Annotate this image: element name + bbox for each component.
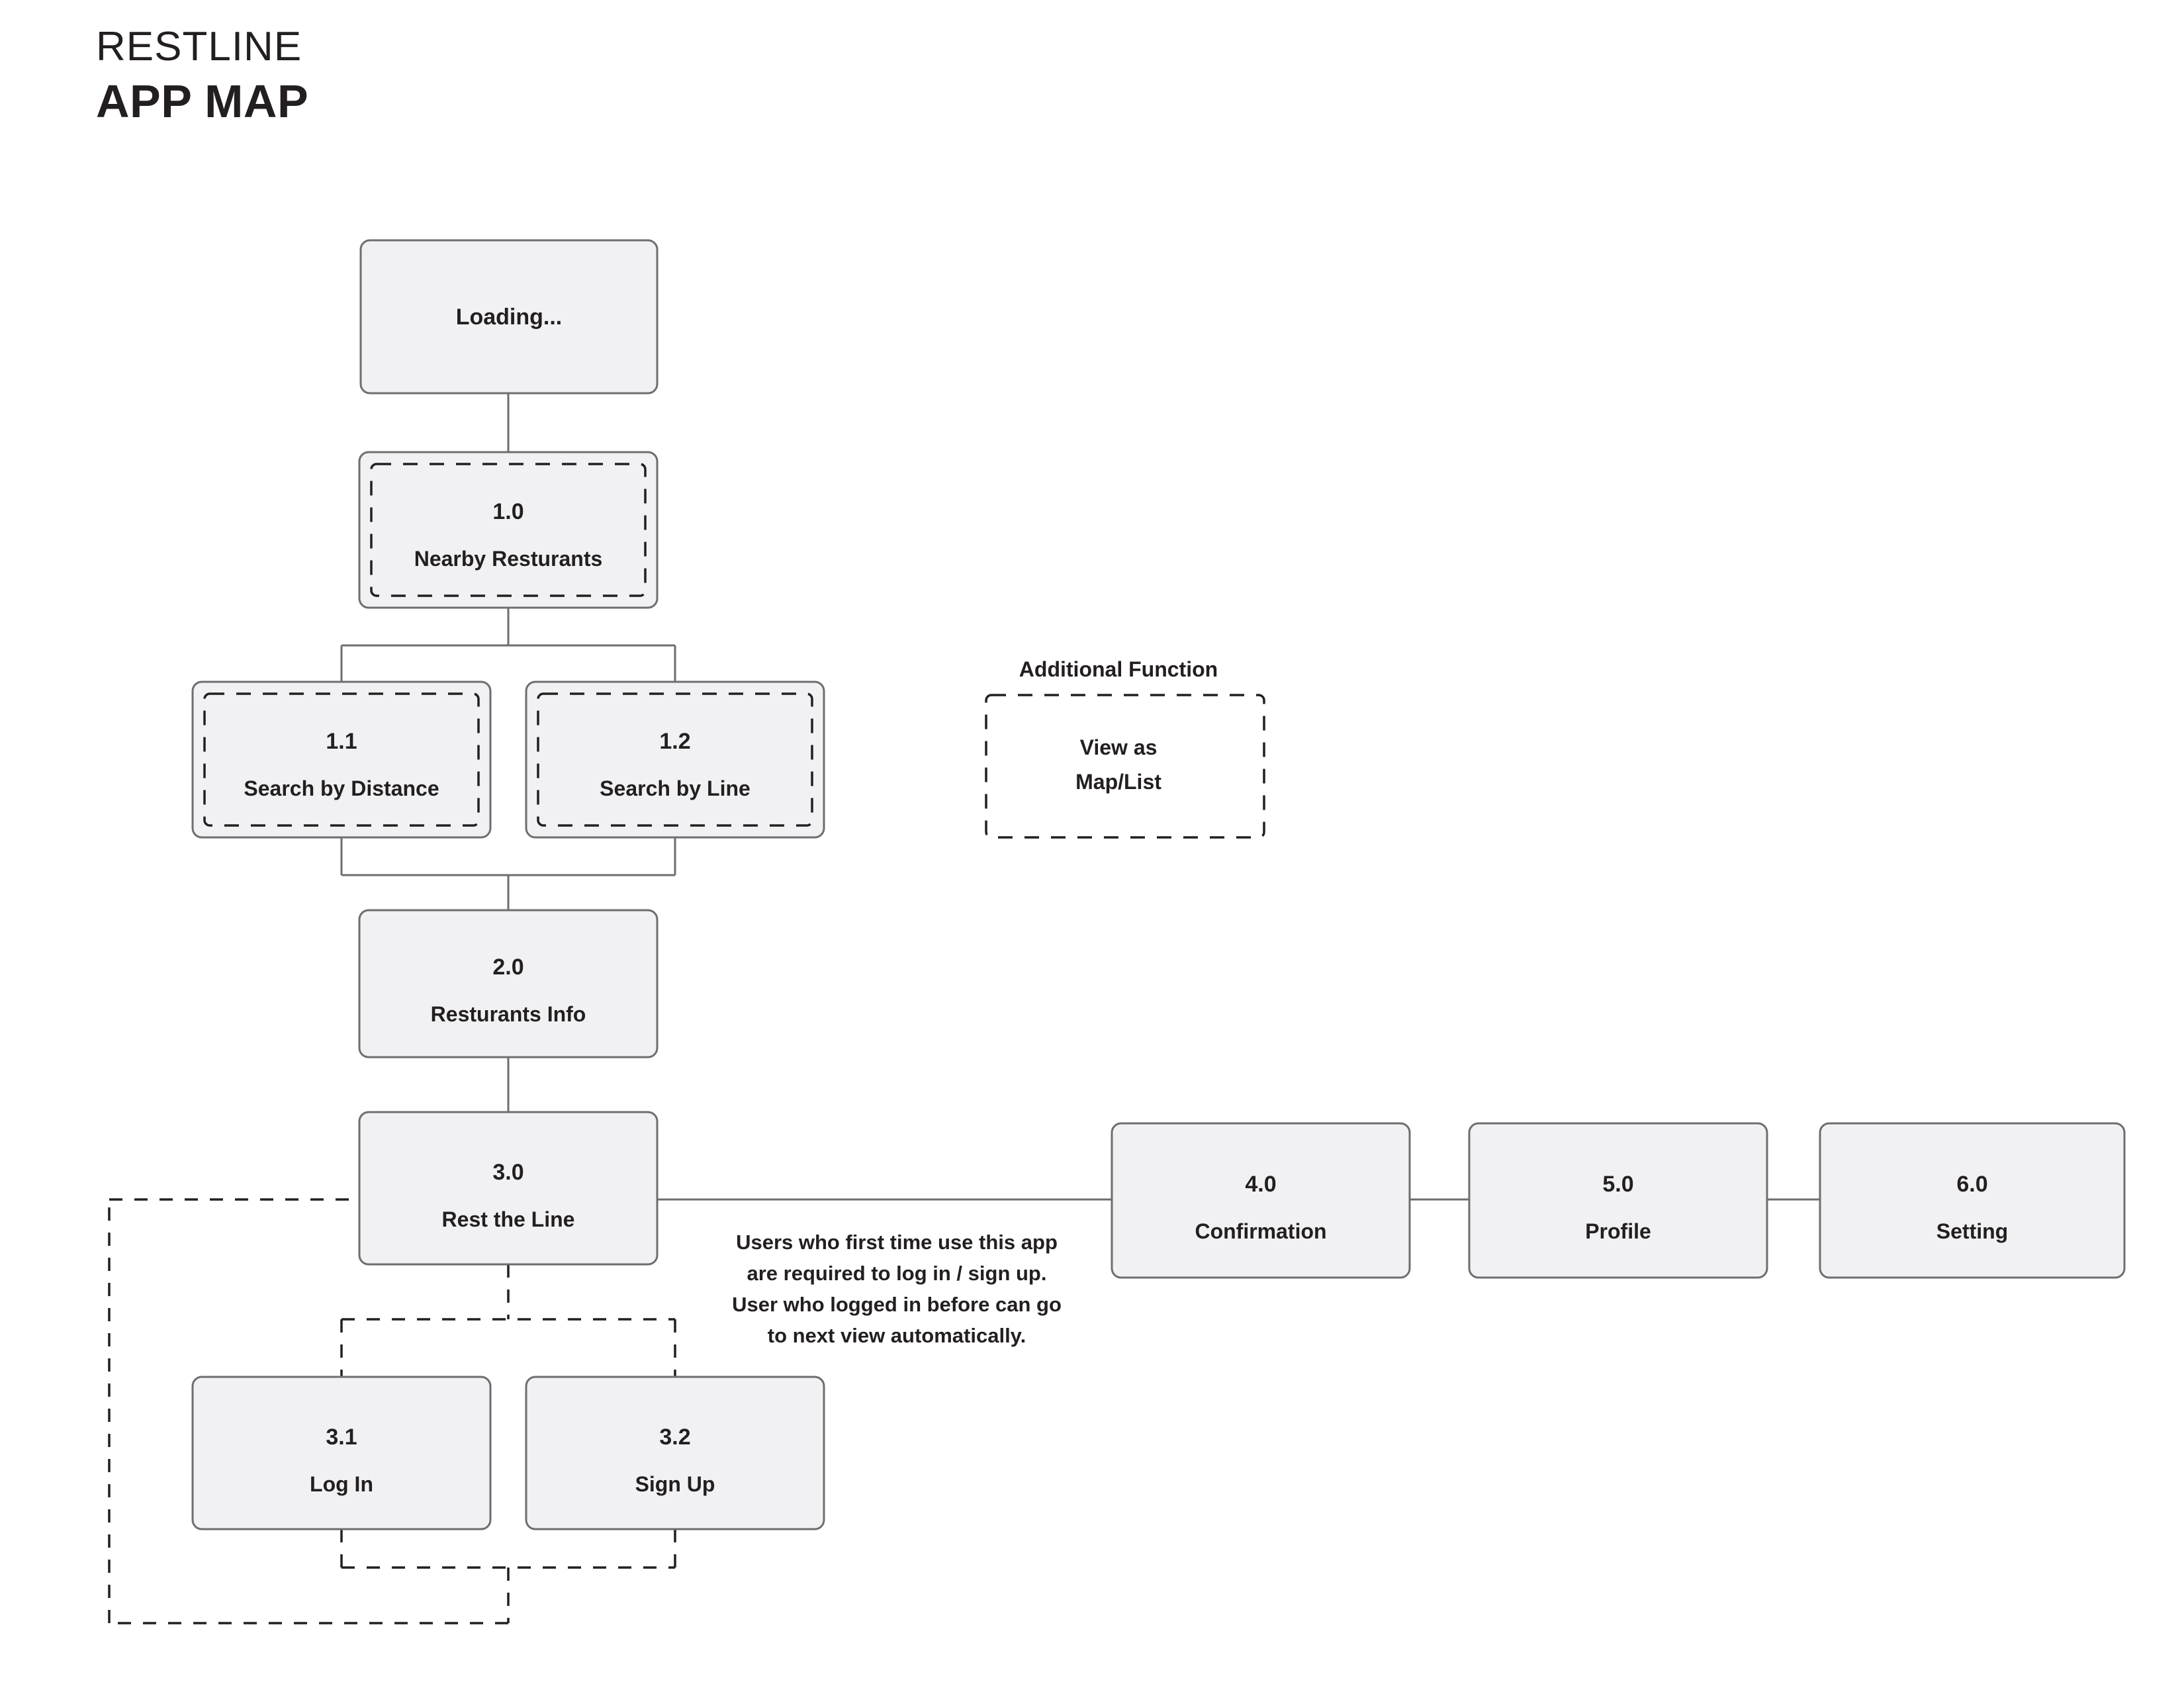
node-3-0-label: Rest the Line <box>442 1207 575 1231</box>
node-3-0-box[interactable] <box>358 1111 659 1266</box>
node-loading[interactable]: Loading... <box>359 239 659 395</box>
node-3-0[interactable]: 3.0 Rest the Line <box>358 1111 659 1266</box>
node-1-0-box[interactable] <box>358 451 659 609</box>
node-3-1-label: Log In <box>310 1472 373 1496</box>
annotation-line-4: to next view automatically. <box>768 1324 1026 1347</box>
node-3-2-box[interactable] <box>525 1376 825 1530</box>
annotation-line-1: Users who first time use this app <box>736 1231 1058 1254</box>
node-2-0[interactable]: 2.0 Resturants Info <box>358 909 659 1058</box>
node-3-2-number: 3.2 <box>659 1425 690 1450</box>
document-title: APP MAP <box>96 75 309 127</box>
node-1-2-number: 1.2 <box>659 729 690 754</box>
node-5-0-number: 5.0 <box>1602 1172 1633 1197</box>
node-5-0[interactable]: 5.0 Profile <box>1468 1122 1768 1279</box>
node-5-0-label: Profile <box>1585 1219 1651 1243</box>
node-2-0-box[interactable] <box>358 909 659 1058</box>
node-1-1-dashed-inner <box>203 692 480 827</box>
additional-function-item-line2: Map/List <box>1075 770 1161 794</box>
node-1-2-dashed-inner <box>537 692 813 827</box>
additional-function-box[interactable] <box>985 694 1265 839</box>
node-1-0-label: Nearby Resturants <box>414 547 603 571</box>
node-loading-box[interactable] <box>359 239 659 395</box>
node-6-0-label: Setting <box>1936 1219 2008 1243</box>
node-1-1-label: Search by Distance <box>244 776 439 800</box>
node-1-0-number: 1.0 <box>492 499 523 524</box>
node-1-0[interactable]: 1.0 Nearby Resturants <box>358 451 659 609</box>
annotation-line-2: are required to log in / sign up. <box>747 1262 1047 1285</box>
node-2-0-label: Resturants Info <box>431 1002 586 1026</box>
node-3-0-number: 3.0 <box>492 1160 523 1185</box>
node-1-1-box[interactable] <box>191 680 492 839</box>
node-4-0[interactable]: 4.0 Confirmation <box>1111 1122 1411 1279</box>
node-1-2-box[interactable] <box>525 680 825 839</box>
brand-name: RESTLINE <box>96 24 302 70</box>
annotation-line-3: User who logged in before can go <box>732 1293 1062 1316</box>
additional-function-title: Additional Function <box>1019 657 1218 681</box>
additional-function-group: Additional Function View as Map/List <box>985 657 1265 839</box>
node-4-0-box[interactable] <box>1111 1122 1411 1279</box>
page-title: RESTLINE APP MAP <box>96 24 309 127</box>
node-4-0-number: 4.0 <box>1245 1172 1276 1197</box>
node-1-2[interactable]: 1.2 Search by Line <box>525 680 825 839</box>
node-1-2-label: Search by Line <box>600 776 751 800</box>
node-3-1-number: 3.1 <box>326 1425 357 1450</box>
node-6-0[interactable]: 6.0 Setting <box>1819 1122 2126 1279</box>
node-6-0-number: 6.0 <box>1956 1172 1987 1197</box>
node-3-2[interactable]: 3.2 Sign Up <box>525 1376 825 1530</box>
node-3-2-label: Sign Up <box>635 1472 715 1496</box>
node-3-1[interactable]: 3.1 Log In <box>191 1376 492 1530</box>
node-1-1[interactable]: 1.1 Search by Distance <box>191 680 492 839</box>
node-2-0-number: 2.0 <box>492 955 523 980</box>
node-5-0-box[interactable] <box>1468 1122 1768 1279</box>
node-6-0-box[interactable] <box>1819 1122 2126 1279</box>
node-1-1-number: 1.1 <box>326 729 357 754</box>
node-loading-label: Loading... <box>456 305 563 330</box>
login-annotation-note: Users who first time use this app are re… <box>732 1231 1062 1347</box>
node-1-0-dashed-inner <box>370 463 647 597</box>
node-4-0-label: Confirmation <box>1195 1219 1326 1243</box>
additional-function-item-line1: View as <box>1080 735 1158 759</box>
node-3-1-box[interactable] <box>191 1376 492 1530</box>
